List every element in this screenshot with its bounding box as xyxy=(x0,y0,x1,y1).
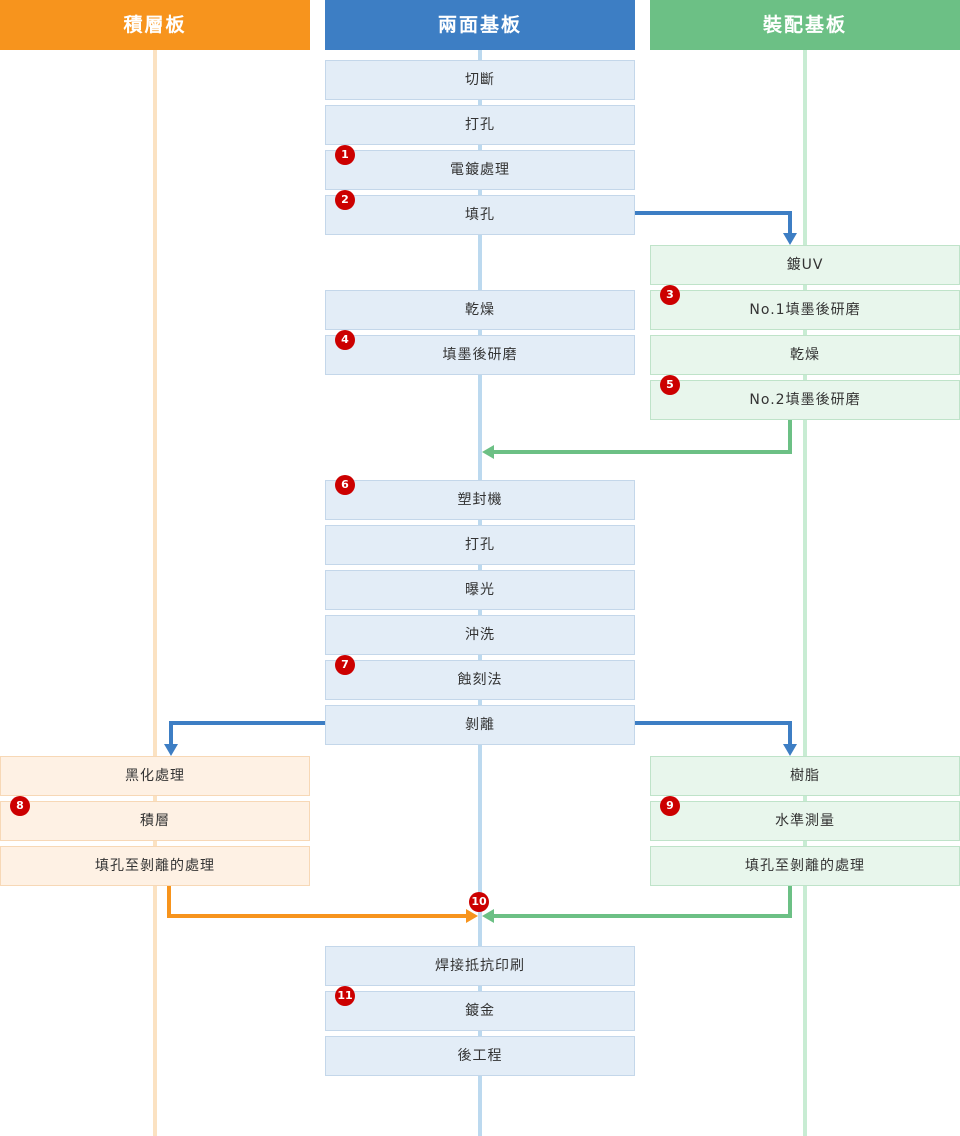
step-number-badge: 2 xyxy=(335,190,355,210)
step-box: 水準測量 xyxy=(650,801,960,841)
arrowhead xyxy=(482,445,494,459)
step-box: 電鍍處理 xyxy=(325,150,635,190)
step-box: 填孔至剝離的處理 xyxy=(650,846,960,886)
step-box: 鍍UV xyxy=(650,245,960,285)
step-label: 塑封機 xyxy=(457,492,503,508)
step-label: 打孔 xyxy=(465,537,495,553)
arrow-laminate-merge xyxy=(167,886,466,918)
step-label: 焊接抵抗印刷 xyxy=(435,958,525,974)
step-box: 黑化處理 xyxy=(0,756,310,796)
arrowhead xyxy=(783,744,797,756)
arrow-assembly-return xyxy=(494,420,792,454)
step-label: 填墨後研磨 xyxy=(442,347,518,363)
step-label: 切斷 xyxy=(465,72,495,88)
step-number-badge: 9 xyxy=(660,796,680,816)
step-box: 填墨後研磨 xyxy=(325,335,635,375)
laminate-flow-line xyxy=(153,50,157,1136)
step-label: 鍍UV xyxy=(786,257,824,273)
step-number-badge: 8 xyxy=(10,796,30,816)
step-number-badge: 5 xyxy=(660,375,680,395)
step-label: 打孔 xyxy=(465,117,495,133)
step-box: 蝕刻法 xyxy=(325,660,635,700)
step-box: No.2填墨後研磨 xyxy=(650,380,960,420)
step-label: 乾燥 xyxy=(465,302,495,318)
arrowhead xyxy=(466,909,478,923)
step-label: 乾燥 xyxy=(790,347,820,363)
header-assembly: 裝配基板 xyxy=(650,0,960,50)
step-label: 曝光 xyxy=(465,582,495,598)
step-box: 積層 xyxy=(0,801,310,841)
step-label: 後工程 xyxy=(457,1048,503,1064)
step-box: 乾燥 xyxy=(325,290,635,330)
step-label: 電鍍處理 xyxy=(450,162,510,178)
step-number-badge: 7 xyxy=(335,655,355,675)
arrow-assembly-merge xyxy=(494,886,792,918)
step-box: 剝離 xyxy=(325,705,635,745)
arrowhead xyxy=(164,744,178,756)
step-label: 樹脂 xyxy=(790,768,820,784)
step-label: No.2填墨後研磨 xyxy=(749,392,861,408)
step-box: 切斷 xyxy=(325,60,635,100)
header-double-sided: 兩面基板 xyxy=(325,0,635,50)
step-label: 填孔至剝離的處理 xyxy=(95,858,215,874)
step-box: 乾燥 xyxy=(650,335,960,375)
step-label: 沖洗 xyxy=(465,627,495,643)
step-label: 填孔 xyxy=(465,207,495,223)
step-number-badge: 4 xyxy=(335,330,355,350)
step-number-badge: 1 xyxy=(335,145,355,165)
arrowhead xyxy=(783,233,797,245)
step-label: 積層 xyxy=(140,813,170,829)
step-box: 打孔 xyxy=(325,105,635,145)
arrow-strip-to-assembly xyxy=(635,721,792,744)
step-label: No.1填墨後研磨 xyxy=(749,302,861,318)
step-label: 剝離 xyxy=(465,717,495,733)
merge-number-badge: 10 xyxy=(469,892,489,912)
arrow-strip-to-laminate xyxy=(169,721,325,744)
step-box: 填孔至剝離的處理 xyxy=(0,846,310,886)
step-number-badge: 3 xyxy=(660,285,680,305)
step-label: 黑化處理 xyxy=(125,768,185,784)
assembly-flow-line xyxy=(803,50,807,1136)
step-box: 沖洗 xyxy=(325,615,635,655)
step-box: 鍍金 xyxy=(325,991,635,1031)
step-box: 焊接抵抗印刷 xyxy=(325,946,635,986)
header-laminate: 積層板 xyxy=(0,0,310,50)
step-box: 樹脂 xyxy=(650,756,960,796)
step-number-badge: 11 xyxy=(335,986,355,1006)
step-number-badge: 6 xyxy=(335,475,355,495)
step-box: 打孔 xyxy=(325,525,635,565)
step-box: 後工程 xyxy=(325,1036,635,1076)
step-box: No.1填墨後研磨 xyxy=(650,290,960,330)
arrowhead xyxy=(482,909,494,923)
step-label: 水準測量 xyxy=(775,813,835,829)
step-label: 鍍金 xyxy=(465,1003,495,1019)
step-box: 塑封機 xyxy=(325,480,635,520)
step-box: 曝光 xyxy=(325,570,635,610)
step-label: 填孔至剝離的處理 xyxy=(745,858,865,874)
step-box: 填孔 xyxy=(325,195,635,235)
step-label: 蝕刻法 xyxy=(457,672,503,688)
arrow-fill-to-uv xyxy=(635,211,792,233)
